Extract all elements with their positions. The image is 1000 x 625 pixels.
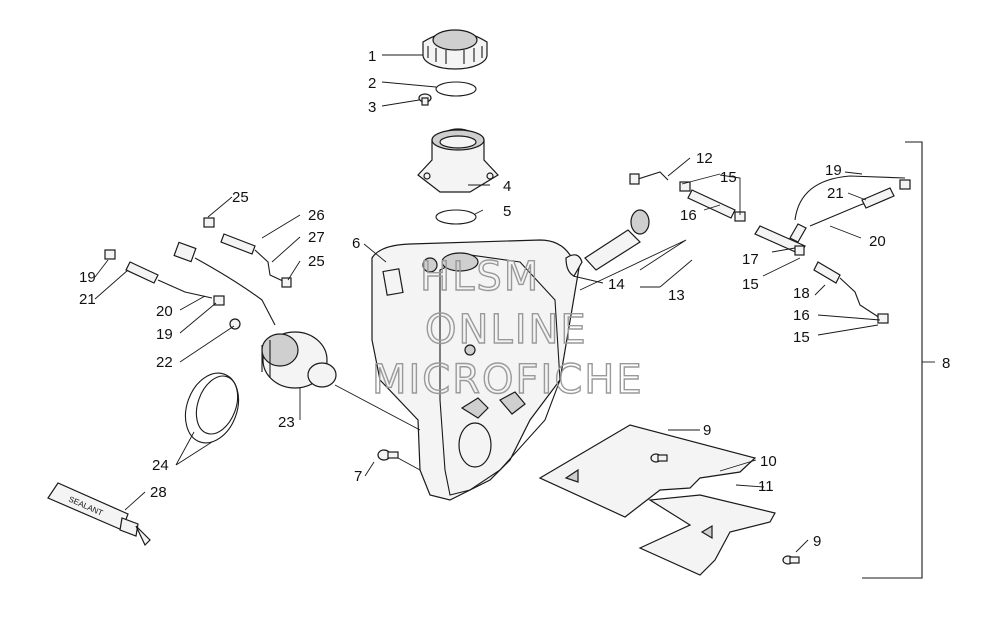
screw <box>418 93 432 106</box>
callout-16-bottom: 16 <box>793 307 810 324</box>
callout-11: 11 <box>758 478 774 495</box>
fuel-hose-left <box>104 249 225 306</box>
watermark-line-3: MICROFICHE <box>372 357 644 403</box>
o-ring <box>435 81 477 97</box>
fuel-cap <box>422 29 488 70</box>
assembly-bracket <box>862 141 923 579</box>
fuel-tank <box>371 239 581 501</box>
callout-15-bottom: 15 <box>793 329 810 346</box>
callout-7: 7 <box>354 468 362 485</box>
vent-hose-right <box>794 175 911 324</box>
callout-4: 4 <box>503 178 511 195</box>
vent-valve <box>565 209 650 277</box>
callout-21-left: 21 <box>79 291 96 308</box>
watermark-line-1: HLSM <box>420 254 540 300</box>
wire-harness-left <box>173 217 292 326</box>
callout-19-mid: 19 <box>156 326 173 343</box>
filler-gasket <box>435 209 477 225</box>
leader-lines <box>94 54 881 553</box>
callout-3: 3 <box>368 99 376 116</box>
mount-plate-lower <box>638 494 776 576</box>
callout-1: 1 <box>368 48 376 65</box>
callout-9-lower: 9 <box>813 533 821 550</box>
tee-fitting <box>754 223 807 256</box>
fuel-pump <box>261 331 337 389</box>
callout-28: 28 <box>150 484 167 501</box>
watermark-line-2: ONLINE <box>425 307 588 353</box>
callout-20-right: 20 <box>869 233 886 250</box>
callout-15-mid: 15 <box>742 276 759 293</box>
callout-9-upper: 9 <box>703 422 711 439</box>
sealant-tube: SEALANT <box>47 482 151 547</box>
callout-labels: 1 2 3 4 5 6 7 8 9 9 10 11 12 13 14 15 15… <box>79 48 950 550</box>
vent-hose-upper <box>679 181 746 222</box>
callout-14: 14 <box>608 276 625 293</box>
callout-19-left: 19 <box>79 269 96 286</box>
callout-21-right: 21 <box>827 185 844 202</box>
callout-22: 22 <box>156 354 173 371</box>
callout-25-right: 25 <box>308 253 325 270</box>
callout-26: 26 <box>308 207 325 224</box>
callout-10: 10 <box>760 453 777 470</box>
vent-elbow <box>629 171 669 185</box>
callout-17: 17 <box>742 251 759 268</box>
callout-5: 5 <box>503 203 511 220</box>
callout-25-top: 25 <box>232 189 249 206</box>
watermark: HLSM ONLINE MICROFICHE <box>371 253 644 403</box>
callout-23: 23 <box>278 414 295 431</box>
filler-neck <box>417 128 499 193</box>
bolt-9b <box>782 555 800 565</box>
callout-19-right: 19 <box>825 162 842 179</box>
callout-6: 6 <box>352 235 360 252</box>
callout-18: 18 <box>793 285 810 302</box>
callout-24: 24 <box>152 457 169 474</box>
bolt-9a <box>650 453 668 463</box>
callout-2: 2 <box>368 75 376 92</box>
callout-20-left: 20 <box>156 303 173 320</box>
callout-12: 12 <box>696 150 713 167</box>
callout-27: 27 <box>308 229 325 246</box>
pump-gasket <box>184 372 240 444</box>
bolt-7 <box>377 449 399 461</box>
mount-plate-upper <box>538 424 757 518</box>
callout-16-top: 16 <box>680 207 697 224</box>
callout-15-top: 15 <box>720 169 737 186</box>
callout-13: 13 <box>668 287 685 304</box>
callout-8: 8 <box>942 355 950 372</box>
